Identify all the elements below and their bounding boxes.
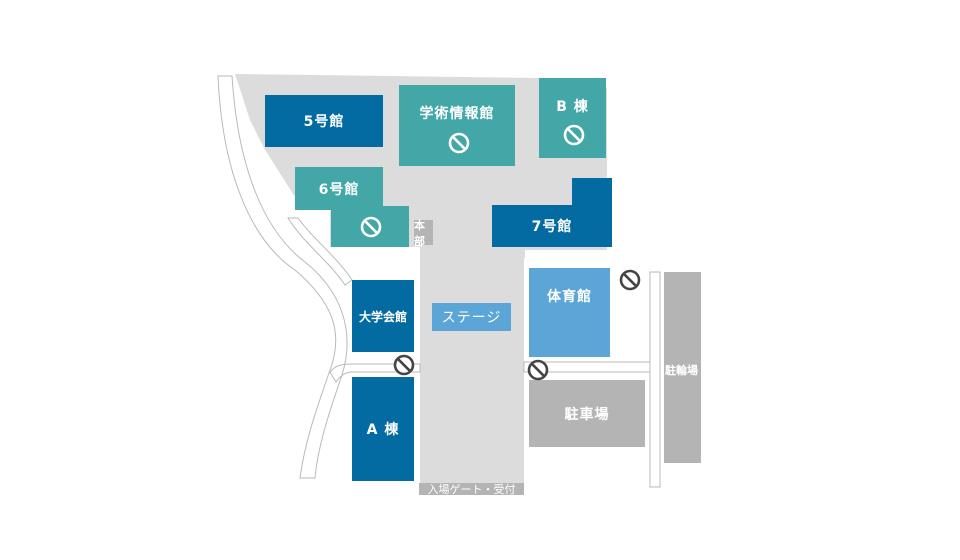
building-gym[interactable]: 体育館 (529, 268, 610, 357)
walking-path (217, 75, 348, 479)
stage-label: ステージ (441, 310, 502, 326)
parking-lot-label: 駐車場 (564, 406, 610, 423)
bicycle-parking-label: 駐輪場 (665, 364, 698, 377)
building-daigaku-kaikan-label: 大学会館 (358, 309, 407, 324)
no-entry-icon (448, 132, 470, 154)
building-5[interactable]: 5号館 (265, 95, 383, 147)
no-entry-icon (393, 354, 415, 376)
building-5-label: 5号館 (303, 114, 345, 130)
bicycle-parking[interactable]: 駐輪場 (664, 272, 701, 463)
parking-lot[interactable]: 駐車場 (529, 380, 645, 447)
west-connector-path (329, 363, 421, 383)
no-entry-icon (360, 216, 382, 238)
building-6[interactable]: 6号館 (295, 167, 383, 210)
building-daigaku-kaikan[interactable]: 大学会館 (352, 280, 414, 352)
entrance-gate-label: 入場ゲート・受付 (427, 483, 516, 496)
building-a[interactable]: A 棟 (352, 377, 414, 481)
building-b-label: B 棟 (556, 99, 589, 115)
entrance-gate[interactable]: 入場ゲート・受付 (419, 483, 524, 496)
building-honbu-label: 本部 (414, 218, 425, 248)
building-library-label: 学術情報館 (419, 106, 495, 122)
main-road (420, 247, 524, 495)
stage[interactable]: ステージ (432, 303, 511, 331)
building-6-label: 6号館 (318, 181, 360, 198)
building-b[interactable]: B 棟 (539, 78, 606, 158)
no-entry-icon (563, 124, 585, 146)
building-gym-label: 体育館 (547, 289, 592, 305)
building-honbu[interactable]: 本部 (414, 219, 433, 248)
building-7-upper[interactable] (572, 178, 612, 208)
building-a-label: A 棟 (366, 422, 400, 438)
east-vertical-path (649, 271, 661, 488)
no-entry-icon (527, 359, 549, 381)
no-entry-icon (619, 269, 641, 291)
building-7-label: 7号館 (531, 219, 573, 235)
building-library[interactable]: 学術情報館 (399, 85, 515, 166)
building-7[interactable]: 7号館 (492, 205, 612, 247)
